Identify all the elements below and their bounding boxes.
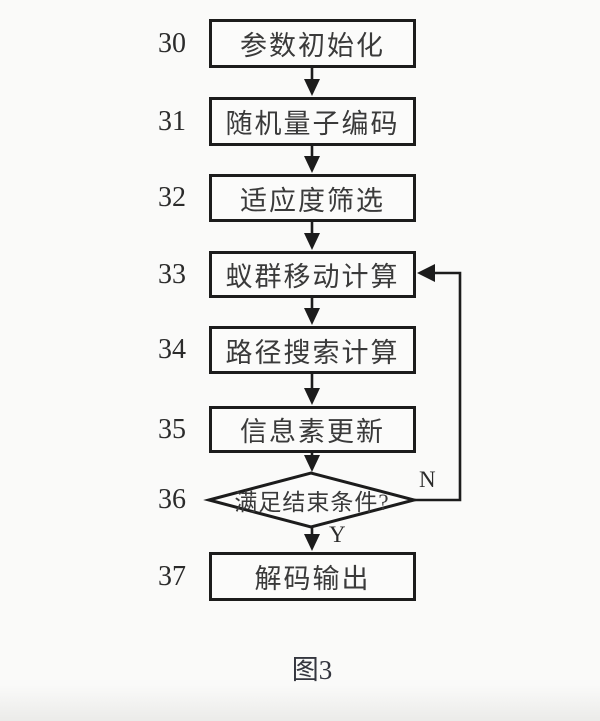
flow-box-31: 随机量子编码 bbox=[209, 97, 416, 146]
step-number-30: 30 bbox=[158, 27, 186, 59]
arrowhead-34-35 bbox=[304, 388, 320, 405]
step-number-36: 36 bbox=[158, 484, 186, 515]
flow-box-34: 路径搜索计算 bbox=[209, 326, 416, 374]
flow-box-30-label: 参数初始化 bbox=[240, 31, 385, 61]
flow-box-32-label: 适应度筛选 bbox=[240, 185, 385, 216]
arrowhead-31-32 bbox=[304, 156, 320, 173]
step-number-37: 37 bbox=[158, 560, 186, 592]
arrowhead-35-36 bbox=[304, 455, 320, 472]
step-number-34: 34 bbox=[158, 334, 186, 365]
flow-box-37-label: 解码输出 bbox=[254, 564, 371, 594]
branch-label-yes: Y bbox=[329, 522, 346, 547]
arrowhead-36-37 bbox=[304, 534, 320, 551]
step-number-33: 33 bbox=[158, 258, 186, 290]
step-number-31: 31 bbox=[158, 105, 186, 137]
feedback-line bbox=[414, 271, 462, 502]
flow-box-35-label: 信息素更新 bbox=[240, 417, 385, 447]
flow-box-30: 参数初始化 bbox=[209, 19, 416, 68]
flow-box-31-label: 随机量子编码 bbox=[225, 109, 400, 139]
step-number-32: 32 bbox=[158, 182, 186, 213]
arrowhead-feedback bbox=[417, 264, 435, 282]
flow-box-34-label: 路径搜索计算 bbox=[225, 337, 400, 368]
figure-caption: 图3 bbox=[291, 655, 333, 685]
decision-diamond bbox=[203, 471, 420, 529]
flow-box-37: 解码输出 bbox=[209, 552, 416, 601]
branch-label-no: N bbox=[419, 467, 436, 492]
flow-box-32: 适应度筛选 bbox=[209, 174, 416, 222]
step-number-35: 35 bbox=[158, 413, 186, 445]
arrowhead-30-31 bbox=[304, 79, 320, 96]
flow-box-35: 信息素更新 bbox=[209, 406, 416, 453]
decision-36-label: 满足结束条件? bbox=[234, 490, 390, 515]
flow-box-33: 蚁群移动计算 bbox=[209, 251, 416, 298]
arrowhead-33-34 bbox=[304, 308, 320, 325]
flow-box-33-label: 蚁群移动计算 bbox=[225, 262, 400, 292]
arrowhead-32-33 bbox=[304, 233, 320, 250]
